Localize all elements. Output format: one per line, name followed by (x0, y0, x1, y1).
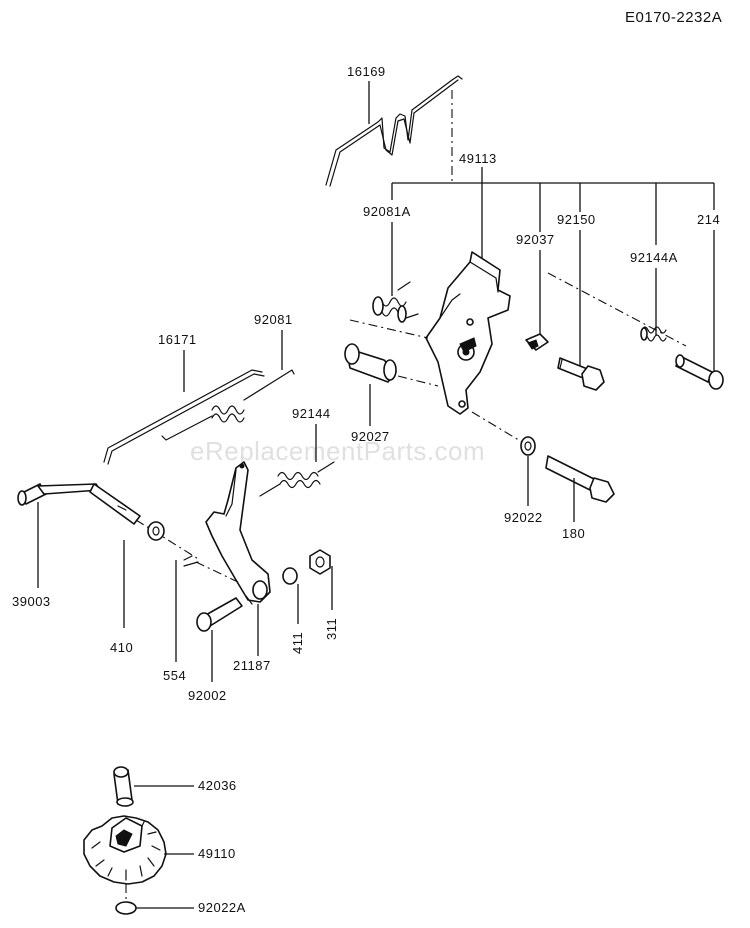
label-554: 554 (163, 668, 186, 683)
part-92037-clip (525, 333, 549, 351)
label-92022A: 92022A (198, 900, 246, 915)
part-92022-washer (520, 436, 536, 456)
part-49110-gear (83, 815, 167, 885)
label-92081A: 92081A (363, 204, 411, 219)
part-311-nut (309, 549, 331, 575)
label-49110: 49110 (198, 846, 236, 861)
part-42036-cap (113, 766, 134, 807)
label-411: 411 (290, 632, 305, 654)
label-16171: 16171 (158, 332, 197, 347)
label-39003: 39003 (12, 594, 51, 609)
label-180: 180 (562, 526, 585, 541)
part-92081A-spring (372, 281, 419, 323)
part-39003-shaft (17, 483, 141, 525)
diagram-code: E0170-2232A (625, 9, 722, 26)
label-92037: 92037 (516, 232, 555, 247)
part-92150-bolt (557, 357, 605, 391)
label-92150: 92150 (557, 212, 596, 227)
label-410: 410 (110, 640, 133, 655)
part-92144A-spring (640, 326, 667, 342)
part-92027-sleeve (344, 343, 397, 383)
label-16169: 16169 (347, 64, 386, 79)
label-21187: 21187 (233, 658, 271, 673)
watermark: eReplacementParts.com (190, 436, 485, 466)
part-92022A-washer (115, 901, 137, 915)
label-49113: 49113 (459, 151, 497, 166)
part-21187-lever (205, 461, 271, 605)
part-92002-bolt (196, 597, 243, 632)
part-214-screw (675, 354, 724, 390)
label-92002: 92002 (188, 688, 227, 703)
part-180-bolt (545, 455, 615, 503)
part-16169-rod (325, 75, 463, 187)
label-92144: 92144 (292, 406, 331, 421)
part-410-washer (147, 521, 165, 541)
part-49113-bracket (425, 251, 511, 415)
label-42036: 42036 (198, 778, 237, 793)
label-92144A: 92144A (630, 250, 678, 265)
label-92081: 92081 (254, 312, 293, 327)
label-92027: 92027 (351, 429, 390, 444)
part-554-pin (183, 555, 239, 583)
label-214: 214 (697, 212, 720, 227)
label-92022: 92022 (504, 510, 543, 525)
part-411-washer (282, 567, 298, 585)
part-92144-spring (259, 461, 335, 497)
part-16171-rod (103, 369, 265, 465)
part-92081-spring (161, 369, 295, 441)
label-311: 311 (324, 618, 339, 640)
